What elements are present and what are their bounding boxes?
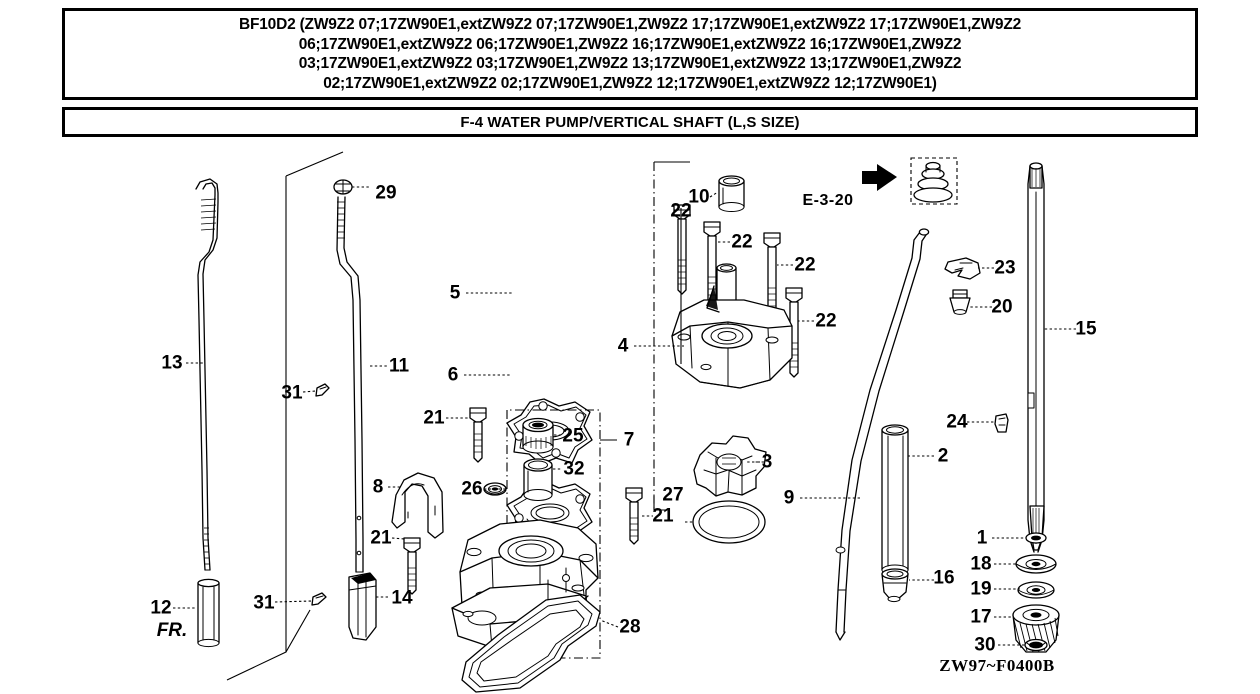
callout-13: 13 [161,352,183,374]
callout-8: 8 [372,476,384,498]
part-8-grommet [391,472,444,539]
diagram-part-number: ZW97~F0400B [939,656,1055,675]
callout-6: 6 [447,364,459,386]
callout-27: 27 [662,484,684,506]
callout-24: 24 [946,411,968,433]
part-21-bolt-right [625,487,643,545]
callout-5: 5 [449,282,461,304]
callout-28: 28 [619,616,641,638]
part-14-anode [348,572,377,641]
part-16-tube-seal [881,568,909,603]
callout-12: 12 [150,597,172,619]
model-title: BF10D2 (ZW9Z2 07;17ZW90E1,extZW9Z2 07;17… [238,16,1022,92]
leader-lines [173,186,1076,646]
part-13-shift-rod [195,178,219,571]
exploded-parts-diagram: .ln{fill:none;stroke:#000;stroke-width:1… [0,140,1260,694]
part-25-oil-seal [522,417,554,454]
part-20-bolt [949,289,971,315]
callout-4: 4 [617,335,629,357]
callout-25: 25 [562,425,584,447]
part-29-nut [333,179,353,195]
part-23-clip [944,257,981,280]
callout-22: 22 [794,254,816,276]
callout-18: 18 [970,553,992,575]
callout-26: 26 [461,478,483,500]
callout-21: 21 [370,527,392,549]
callout-31: 31 [253,592,275,614]
callout-29: 29 [375,182,397,204]
callout-21: 21 [423,407,445,429]
callout-19: 19 [970,578,992,600]
part-19-washer [1017,581,1055,599]
part-3-impeller [693,435,767,497]
part-27-oring [692,500,766,544]
callout-16: 16 [933,567,955,589]
model-title-box: BF10D2 (ZW9Z2 07;17ZW90E1,extZW9Z2 07;17… [62,8,1198,100]
part-24-clip [994,413,1009,433]
cross-reference-part-thumb [910,157,958,205]
part-21-bolt-left [403,537,421,595]
callout-32: 32 [563,458,585,480]
callout-17: 17 [970,606,992,628]
part-21-bolt-upper [469,407,487,463]
part-9-water-tube [835,228,930,641]
part-31-cotter-pin-upper [315,383,330,397]
callout-11: 11 [388,355,410,377]
callout-1: 1 [976,527,988,549]
part-15-drive-shaft [1027,162,1045,553]
callout-15: 15 [1075,318,1097,340]
callout-22: 22 [670,200,692,222]
callout-31: 31 [281,382,303,404]
diagram-artwork: .ln{fill:none;stroke:#000;stroke-width:1… [173,151,1076,693]
callout-7: 7 [623,429,635,451]
part-28-gasket [461,594,601,693]
cross-reference-label: E-3-20 [802,192,854,209]
callout-9: 9 [783,487,795,509]
callout-10: 10 [688,186,710,208]
front-orientation-label: FR. [156,620,188,641]
part-18-washer [1015,554,1057,574]
part-11-shift-rod [336,196,364,573]
callout-3: 3 [761,451,773,473]
callout-22: 22 [815,310,837,332]
section-title-box: F-4 WATER PUMP/VERTICAL SHAFT (L,S SIZE) [62,107,1198,137]
part-31-cotter-pin-lower [311,592,327,606]
callout-22: 22 [731,231,753,253]
section-title: F-4 WATER PUMP/VERTICAL SHAFT (L,S SIZE) [460,113,800,131]
part-32-collar [523,458,553,501]
part-12-bushing [197,578,220,648]
part-22-bolt-1 [673,204,691,295]
callout-30: 30 [974,634,996,656]
callout-23: 23 [994,257,1016,279]
part-1-washer [1025,532,1047,544]
callout-21: 21 [652,505,674,527]
callout-20: 20 [991,296,1013,318]
part-10-bushing [718,175,745,212]
part-17-gear [1012,604,1060,653]
part-2-water-tube [881,424,909,576]
part-30-pin [1024,638,1048,652]
assembly-bracket-left [226,151,344,681]
assembly-bracket-4 [653,161,690,510]
callout-2: 2 [937,445,949,467]
cross-reference-arrow [862,164,897,191]
callout-14: 14 [391,587,413,609]
part-4-pump-case [671,263,793,389]
